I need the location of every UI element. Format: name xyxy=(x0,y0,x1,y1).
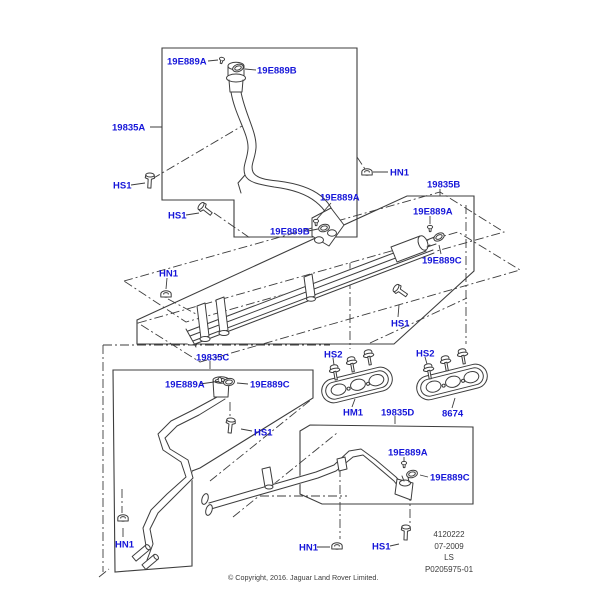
hs1-bolt xyxy=(391,282,410,300)
part-label-19e889a: 19E889A xyxy=(388,447,428,458)
hs1-bolt xyxy=(144,172,156,189)
part-label-19e889a: 19E889A xyxy=(165,379,205,390)
part-label-19835a: 19835A xyxy=(112,122,145,133)
hs2-screw xyxy=(361,348,376,367)
drawing-number: 4120222 xyxy=(433,530,465,539)
clip-19e889a xyxy=(217,56,226,65)
part-label-hs1: HS1 xyxy=(372,541,391,552)
pipe-clamp xyxy=(303,273,316,300)
pipe-assembly-19835d xyxy=(201,448,414,516)
part-label-19e889c: 19E889C xyxy=(250,379,290,390)
leader-lines xyxy=(122,59,456,548)
hs2-screw xyxy=(344,355,359,374)
mounting-plate-8674 xyxy=(416,363,488,401)
pipe-end-ring xyxy=(205,504,213,516)
pipe-end-stub xyxy=(131,544,151,562)
hn1-nut xyxy=(117,514,129,522)
dash-dot-reference-lines xyxy=(98,125,522,578)
pipe-clamp xyxy=(196,302,210,340)
part-label-hn1: HN1 xyxy=(390,167,410,178)
part-label-8674: 8674 xyxy=(442,408,464,419)
box-19835b xyxy=(136,195,475,345)
part-label-hn1: HN1 xyxy=(115,539,135,550)
part-label-19835b: 19835B xyxy=(427,179,460,190)
clip-19e889a xyxy=(426,224,434,233)
pipe-assembly-19835b xyxy=(183,235,439,348)
hn1-nut xyxy=(361,168,373,176)
part-label-19835c: 19835C xyxy=(196,352,229,363)
pipe-end-stub xyxy=(141,553,159,570)
mounting-plate-hm1 xyxy=(321,366,393,404)
part-label-hm1: HM1 xyxy=(343,407,364,418)
pipe-assembly-19835c xyxy=(131,376,230,570)
part-label-19e889a: 19E889A xyxy=(167,56,207,67)
drawing-code: LS xyxy=(444,553,454,562)
part-group-boxes xyxy=(112,47,475,573)
part-label-hs1: HS1 xyxy=(168,210,187,221)
hs2-screw xyxy=(438,354,453,373)
copyright-notice: © Copyright, 2016. Jaguar Land Rover Lim… xyxy=(228,573,379,582)
part-label-19e889c: 19E889C xyxy=(422,255,462,266)
hs2-screw xyxy=(455,347,470,366)
box-19835d xyxy=(299,424,474,505)
drawing-date: 07-2009 xyxy=(434,541,464,551)
part-label-hs2: HS2 xyxy=(324,349,342,360)
drawing-info-block: 4120222 07-2009 LS P0205975-01 xyxy=(399,529,499,575)
box-19835c xyxy=(112,369,314,573)
part-label-19e889b: 19E889B xyxy=(257,65,297,76)
drawing-plate-id: P0205975-01 xyxy=(424,564,474,574)
part-labels-layer: 19E889A19E889B19835AHS1HN119835BHS119E88… xyxy=(112,56,470,553)
part-label-19e889a: 19E889A xyxy=(413,206,453,217)
part-label-19e889b: 19E889B xyxy=(270,226,310,237)
part-label-hs1: HS1 xyxy=(391,318,410,329)
pipe-clamp xyxy=(215,296,229,334)
part-label-hs2: HS2 xyxy=(416,348,434,359)
part-label-19e889a: 19E889A xyxy=(320,192,360,203)
pipe-end-ring xyxy=(201,493,209,505)
hs1-bolt xyxy=(224,417,237,434)
part-label-hn1: HN1 xyxy=(299,542,319,553)
hs1-bolt xyxy=(196,200,215,219)
part-label-19835d: 19835D xyxy=(381,407,414,418)
part-label-19e889c: 19E889C xyxy=(430,472,470,483)
hn1-nut xyxy=(331,542,343,550)
box-19835a xyxy=(161,47,358,238)
pipe-assembly-19835a xyxy=(226,61,345,247)
pipe-bracket xyxy=(336,456,348,472)
pipe-clamp xyxy=(261,466,274,488)
pipe-end-fitting xyxy=(390,235,427,263)
part-label-hs1: HS1 xyxy=(113,180,132,191)
part-label-hn1: HN1 xyxy=(159,268,179,279)
hn1-nut xyxy=(160,290,172,298)
clip-19e889a xyxy=(400,460,408,469)
part-label-hs1: HS1 xyxy=(254,427,273,438)
